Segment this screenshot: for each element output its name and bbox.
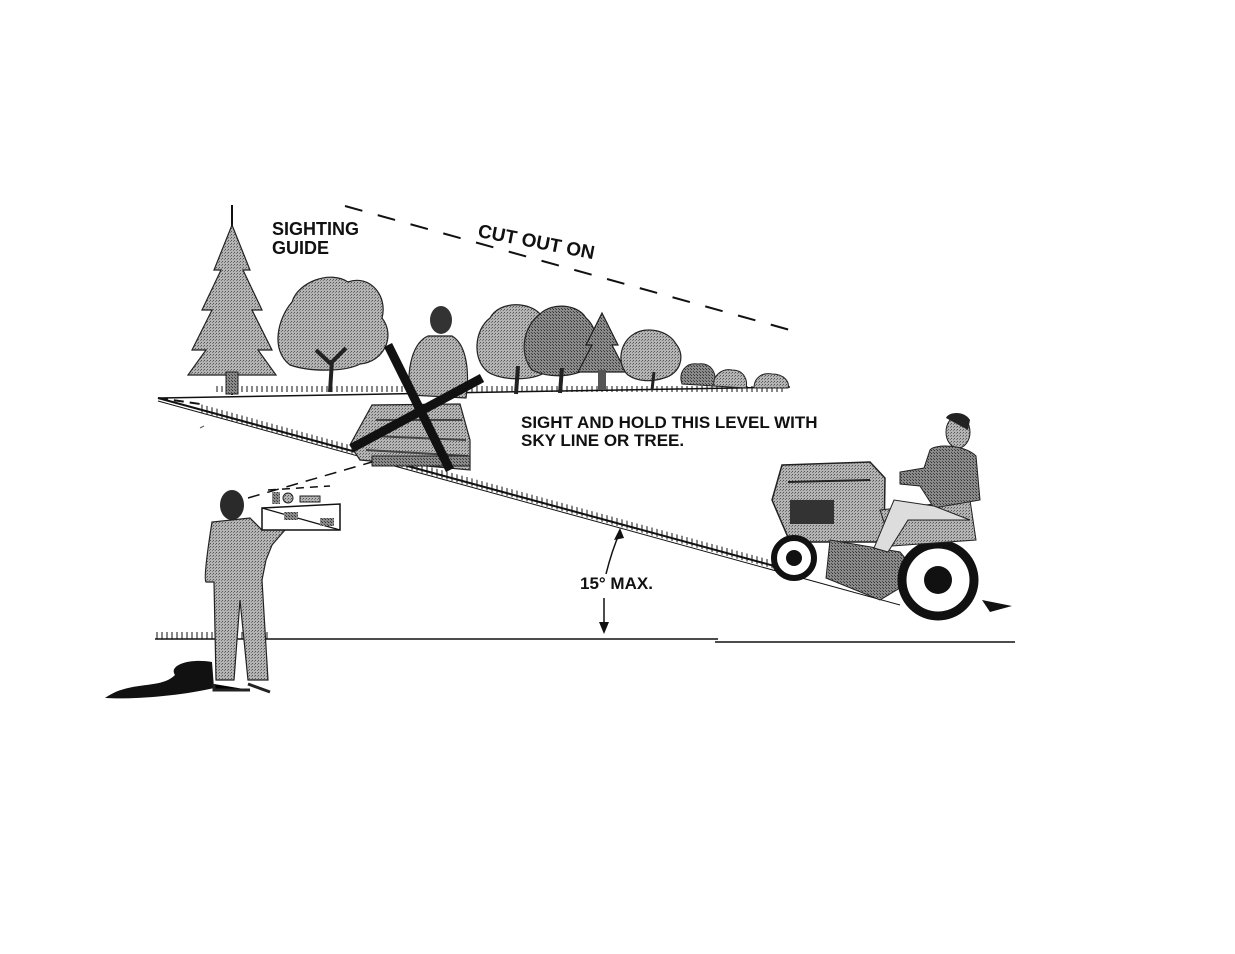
level-ground bbox=[155, 632, 1015, 642]
tree-icon bbox=[621, 330, 681, 390]
sighting-guide-line-1: SIGHTING bbox=[272, 220, 359, 239]
sight-hold-line-2: SKY LINE OR TREE. bbox=[521, 432, 818, 450]
sight-hold-instruction: SIGHT AND HOLD THIS LEVEL WITH SKY LINE … bbox=[521, 414, 818, 450]
tree-icon bbox=[188, 225, 276, 394]
sighting-guide-line-2: GUIDE bbox=[272, 239, 359, 258]
sighting-guide-card bbox=[248, 462, 372, 530]
tree-icon bbox=[524, 306, 597, 393]
skyline-horizon bbox=[160, 386, 790, 398]
tree-icon bbox=[278, 277, 388, 392]
tree-icon bbox=[681, 364, 788, 388]
person-icon bbox=[409, 306, 467, 398]
person-icon bbox=[105, 490, 285, 698]
sighting-guide-label: SIGHTING GUIDE bbox=[272, 220, 359, 258]
max-angle-label: 15° MAX. bbox=[580, 575, 653, 593]
sight-hold-line-1: SIGHT AND HOLD THIS LEVEL WITH bbox=[521, 414, 818, 432]
